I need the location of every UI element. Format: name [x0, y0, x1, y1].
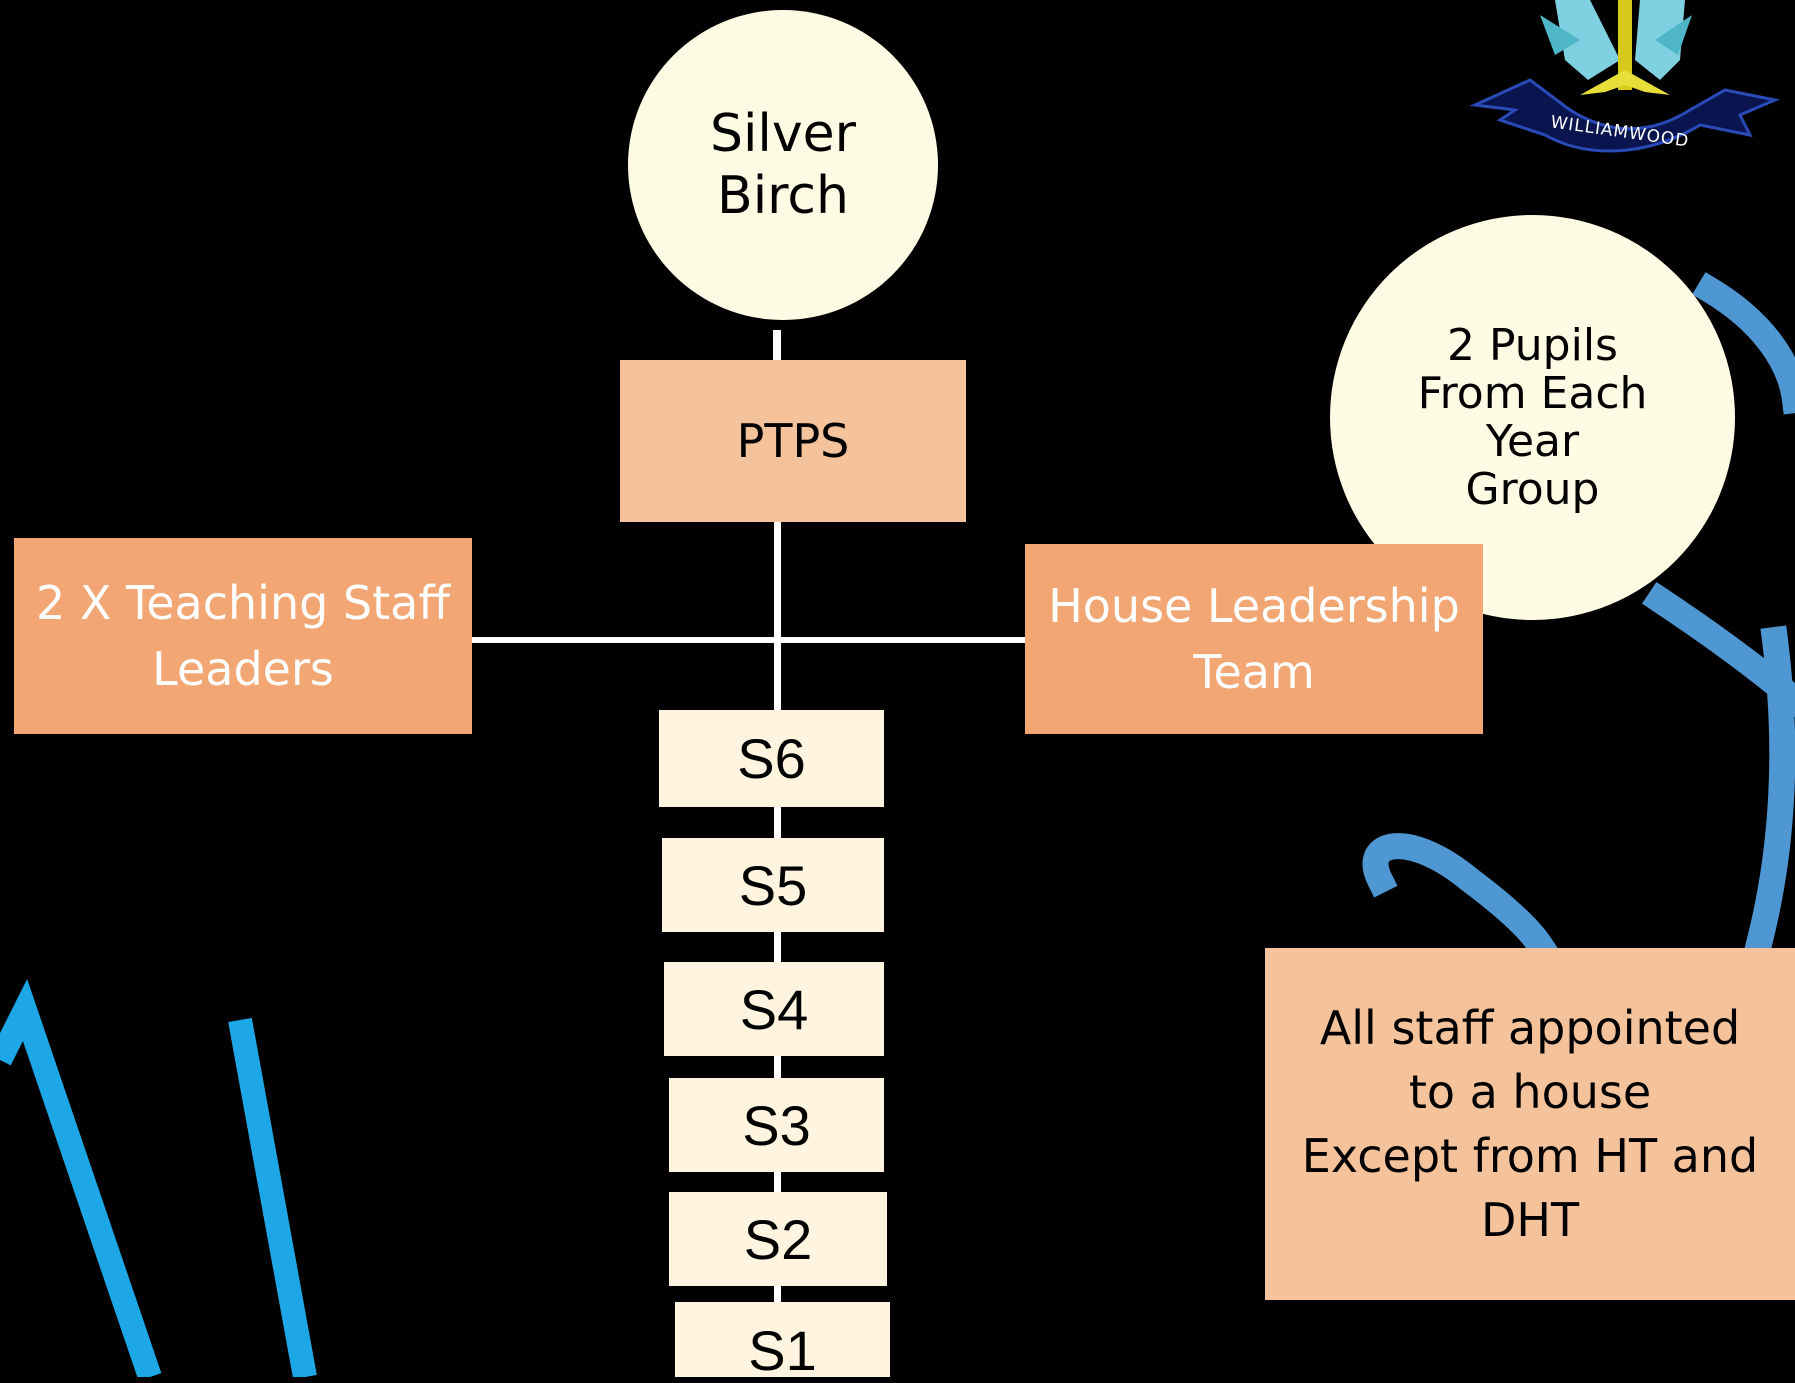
year-group-label: S4: [739, 977, 809, 1041]
year-group-s1: S1: [675, 1302, 890, 1382]
connector-s4-s3: [774, 1054, 781, 1080]
pupils-label: 2 Pupils From Each Year Group: [1417, 319, 1648, 515]
connector-s5-s4: [774, 930, 781, 962]
year-group-label: S3: [742, 1093, 811, 1157]
staff-appointment-note-label: All staff appointed to a house Except fr…: [1301, 1001, 1759, 1247]
connector-ptps-spine: [774, 520, 781, 710]
staff-appointment-note-box: All staff appointed to a house Except fr…: [1265, 948, 1795, 1300]
house-leadership-team-label: House Leadership Team: [1048, 579, 1460, 699]
blue-swirl-right: [1744, 625, 1795, 956]
year-group-s5: S5: [662, 838, 884, 932]
teaching-staff-leaders-label: 2 X Teaching Staff Leaders: [35, 576, 451, 696]
school-crest-logo: WILLIAMWOOD: [1469, 0, 1781, 170]
connector-s2-s1: [774, 1284, 781, 1304]
year-group-label: S2: [743, 1207, 813, 1271]
connector-s6-s5: [774, 805, 781, 840]
silver-birch-label: Silver Birch: [709, 104, 857, 226]
year-group-s2: S2: [669, 1192, 887, 1286]
pupils-circle: 2 Pupils From Each Year Group: [1330, 215, 1735, 620]
year-group-label: S6: [737, 727, 806, 790]
ptps-box: PTPS: [620, 360, 966, 522]
year-group-label: S1: [748, 1319, 817, 1382]
year-group-label: S5: [738, 853, 808, 917]
ptps-label: PTPS: [736, 414, 850, 468]
connector-s3-s2: [774, 1170, 781, 1194]
teaching-staff-leaders-box: 2 X Teaching Staff Leaders: [14, 538, 472, 734]
blue-swirl-loop: [1362, 833, 1559, 964]
year-group-s3: S3: [669, 1078, 884, 1172]
connector-horizontal: [470, 637, 1026, 643]
school-crest-icon: [1469, 0, 1781, 153]
year-group-s6: S6: [659, 710, 884, 807]
silver-birch-circle: Silver Birch: [628, 10, 938, 320]
house-leadership-team-box: House Leadership Team: [1025, 544, 1483, 734]
cyan-scribble-right: [228, 1017, 317, 1377]
connector-root-ptps: [773, 330, 781, 362]
blue-swirl-upper: [1692, 272, 1795, 415]
cyan-scribble-left: [0, 978, 162, 1377]
year-group-s4: S4: [664, 962, 884, 1056]
